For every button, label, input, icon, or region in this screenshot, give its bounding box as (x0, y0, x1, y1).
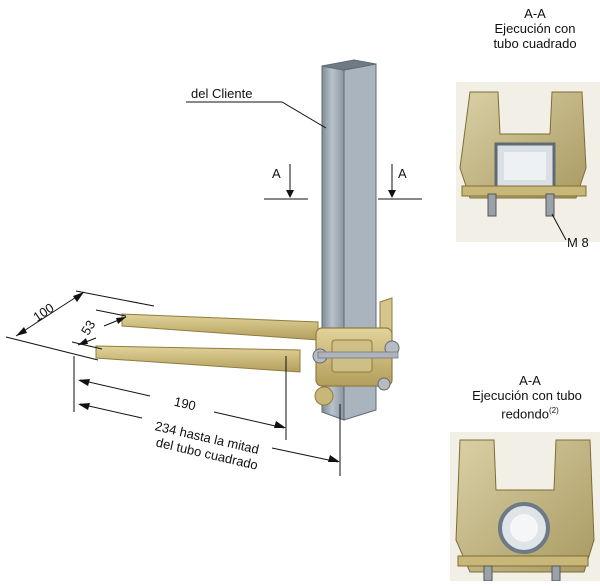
section-square-title: A-A (524, 6, 546, 21)
dim-234-line-b (271, 447, 339, 463)
main-product-view: 100 53 190 234 hasta la mitad del tubo c… (5, 59, 422, 476)
section-round-photo (450, 432, 600, 582)
dim-100-ext-top (75, 290, 155, 307)
nut-bottom-icon (314, 386, 334, 406)
dim-100-arrow-a (16, 327, 27, 336)
threaded-rod (317, 351, 399, 359)
section-round-line2: redondo (501, 406, 549, 422)
round-clamp-bar (457, 555, 589, 567)
bolt-left-icon (487, 193, 497, 217)
bolt-right-icon (545, 193, 555, 217)
dim-53-ext-top (95, 309, 127, 317)
dim-190-arrow-a (78, 379, 90, 386)
section-square-line2: tubo cuadrado (493, 36, 577, 51)
section-square-line1: Ejecución con (494, 21, 576, 36)
m8-label: M 8 (567, 235, 589, 250)
dim-53-arrow-b (78, 338, 88, 345)
client-label: del Cliente (191, 86, 253, 101)
dim-100-line (15, 291, 85, 337)
section-arrow-left-head (286, 190, 294, 198)
section-round-line1: Ejecución con tubo (472, 388, 582, 403)
section-mark-left: A (272, 166, 281, 181)
dim-53-ext-bottom (71, 341, 103, 350)
section-round-line2-wrap: redondo(2) (460, 403, 600, 421)
section-arrow-right-head (388, 190, 396, 198)
dim-53-arrow (116, 317, 126, 324)
dim-190-arrow-b (274, 421, 286, 428)
section-square-photo (456, 82, 600, 242)
lower-strap (95, 345, 301, 373)
dim-190-label: 190 (173, 394, 198, 413)
client-pointer-line (186, 101, 327, 129)
section-mark-right: A (398, 166, 407, 181)
dim-100-ext-bottom (5, 336, 99, 361)
round-bolt-left-icon (483, 565, 493, 582)
dim-190-line-b (213, 411, 285, 429)
section-round-title: A-A (519, 373, 541, 388)
dim-234-line-a (79, 403, 143, 419)
dim-100-arrow-b (73, 292, 84, 302)
dim-100-label: 100 (30, 300, 56, 325)
m8-pointer-line (551, 213, 567, 241)
round-bolt-right-icon (551, 565, 561, 582)
upper-strap (121, 313, 319, 341)
square-clamp-bar (461, 185, 587, 197)
dim-190-line-a (79, 379, 151, 397)
footnote-marker: (2) (548, 406, 559, 415)
square-tube-top (321, 59, 377, 71)
dim-234-arrow-a (78, 403, 90, 410)
nut-lower-icon (377, 377, 391, 391)
dim-53-label: 53 (78, 318, 98, 338)
dim-234-arrow-b (328, 455, 340, 462)
